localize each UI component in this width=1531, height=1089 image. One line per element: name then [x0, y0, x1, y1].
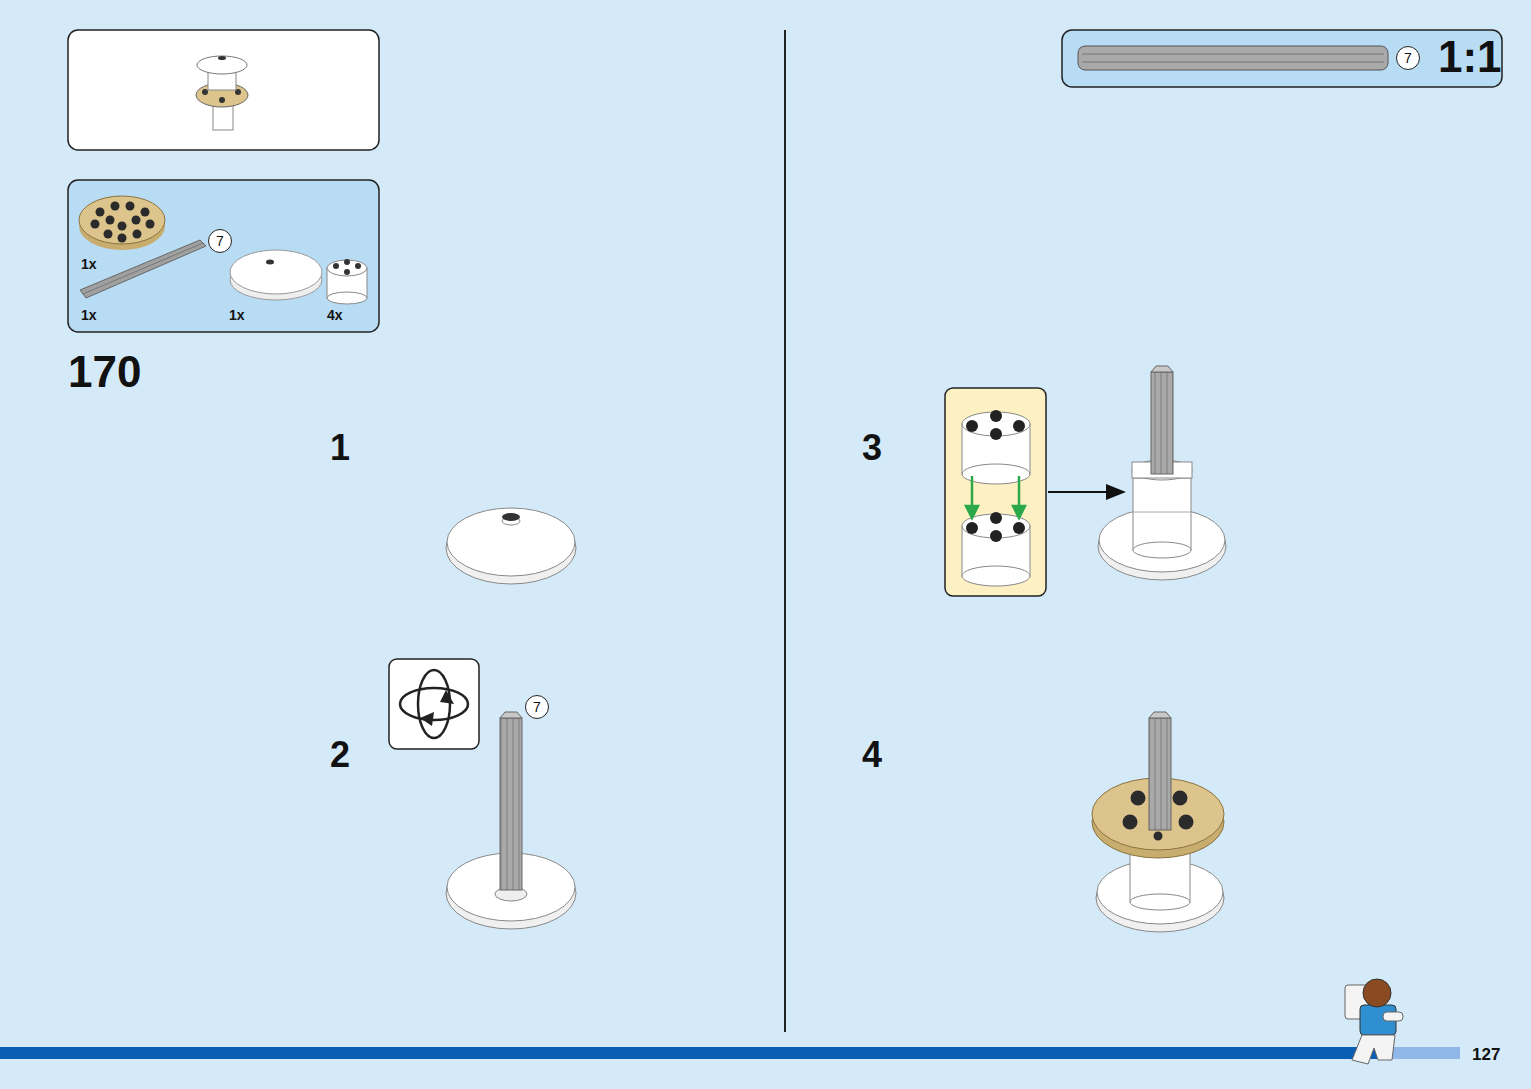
quantity-label: 1x — [81, 308, 97, 322]
preview-box — [68, 30, 379, 150]
callout-box — [945, 388, 1126, 596]
callout-number: 7 — [208, 229, 232, 253]
parts-list — [68, 180, 379, 332]
final-assembly — [1092, 712, 1224, 932]
page-number: 127 — [1472, 1046, 1500, 1063]
callout-text: 7 — [1397, 47, 1419, 69]
quantity-label: 1x — [229, 308, 245, 322]
step-number: 170 — [68, 350, 141, 394]
quantity-label: 1x — [81, 257, 97, 271]
dish-with-axle — [446, 712, 576, 929]
parts-panel: 1x 1x 1x 4x 7 — [68, 180, 379, 332]
bottom-bar — [0, 1047, 1460, 1059]
rotate-icon — [389, 659, 479, 749]
substep-number: 2 — [330, 737, 350, 773]
scale-label: 1:1 — [1438, 35, 1502, 79]
scale-ruler — [1062, 30, 1502, 87]
scale-box: 1:1 7 — [1062, 30, 1502, 87]
substep-number: 4 — [862, 737, 882, 773]
callout-number: 7 — [525, 695, 549, 719]
minifigure — [1345, 979, 1403, 1064]
divider — [784, 30, 786, 1032]
callout-text: 7 — [526, 696, 548, 718]
substep-number: 3 — [862, 430, 882, 466]
quantity-label: 4x — [327, 308, 343, 322]
dish-part — [446, 508, 576, 584]
substep-number: 1 — [330, 430, 350, 466]
stack-assembly — [1098, 366, 1226, 580]
callout-number: 7 — [1396, 46, 1420, 70]
callout-text: 7 — [209, 230, 231, 252]
